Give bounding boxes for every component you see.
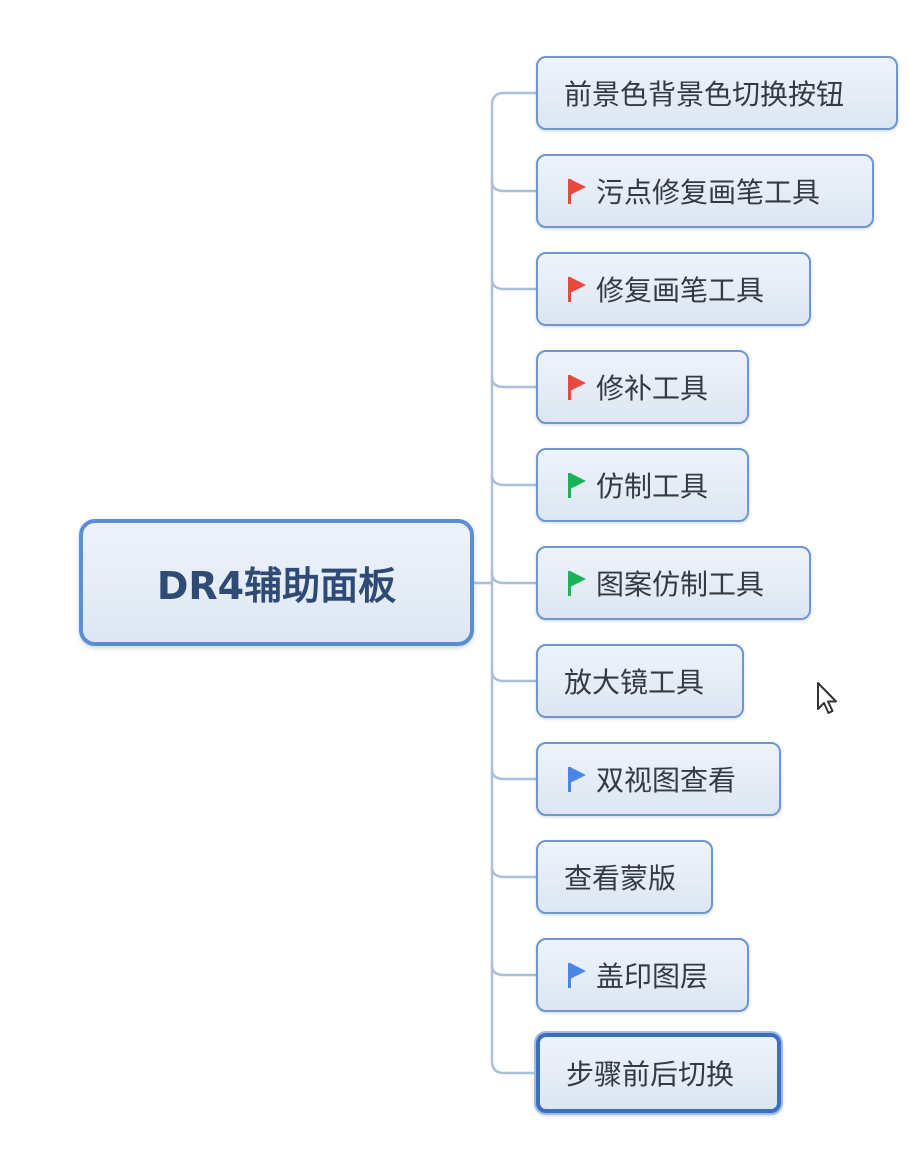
subtopic-label: 步骤前后切换 [566, 1058, 735, 1091]
subtopic-label: 前景色背景色切换按钮 [564, 78, 845, 111]
red-flag-icon [568, 375, 586, 400]
branch-connector [490, 180, 536, 193]
green-flag-icon [568, 571, 586, 596]
mouse-pointer-icon [817, 682, 837, 714]
green-flag-icon [568, 473, 586, 498]
subtopic-node[interactable]: 盖印图层 [536, 938, 749, 1012]
root-topic-node[interactable]: DR4辅助面板 [79, 519, 474, 646]
branch-connector [490, 768, 536, 781]
branch-connector [490, 91, 536, 106]
subtopic-label: 盖印图层 [596, 960, 709, 993]
branch-connector [490, 964, 536, 977]
subtopic-node[interactable]: 查看蒙版 [536, 840, 713, 914]
subtopic-label: 修补工具 [596, 372, 709, 405]
subtopic-label: 图案仿制工具 [596, 568, 765, 601]
branch-connector [490, 670, 536, 683]
branch-connector [490, 866, 536, 879]
subtopic-label: 放大镜工具 [564, 666, 705, 699]
subtopic-node[interactable]: 修补工具 [536, 350, 749, 424]
red-flag-icon [568, 277, 586, 302]
subtopic-node[interactable]: 步骤前后切换 [536, 1033, 781, 1113]
branch-connector [490, 376, 536, 389]
subtopic-label: 污点修复画笔工具 [596, 176, 821, 209]
subtopic-node[interactable]: 污点修复画笔工具 [536, 154, 874, 228]
root-topic-label: DR4辅助面板 [156, 564, 397, 608]
branch-connector [490, 1060, 536, 1075]
branch-connector [490, 278, 536, 291]
blue-flag-icon [568, 963, 586, 988]
subtopic-label: 查看蒙版 [564, 862, 677, 895]
red-flag-icon [568, 179, 586, 204]
subtopic-node[interactable]: 前景色背景色切换按钮 [536, 56, 898, 130]
subtopic-node[interactable]: 放大镜工具 [536, 644, 744, 718]
branch-connector [490, 572, 536, 585]
subtopic-node[interactable]: 仿制工具 [536, 448, 749, 522]
subtopic-label: 双视图查看 [596, 764, 737, 797]
subtopic-node[interactable]: 双视图查看 [536, 742, 781, 816]
subtopic-node[interactable]: 图案仿制工具 [536, 546, 811, 620]
subtopic-label: 仿制工具 [596, 470, 709, 503]
subtopic-node[interactable]: 修复画笔工具 [536, 252, 811, 326]
branch-connector [490, 474, 536, 487]
blue-flag-icon [568, 767, 586, 792]
subtopic-label: 修复画笔工具 [596, 274, 765, 307]
